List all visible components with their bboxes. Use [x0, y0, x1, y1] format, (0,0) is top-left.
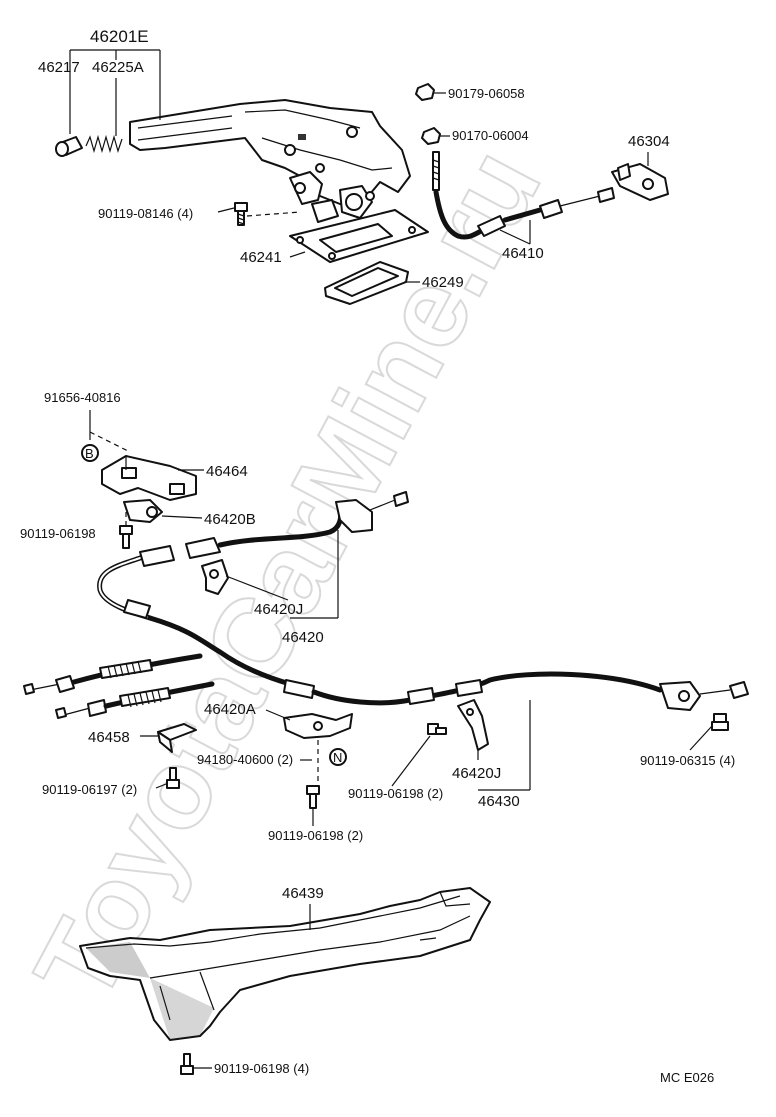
- bolt-06197: [166, 767, 180, 789]
- label-90119-06315: 90119-06315 (4): [640, 753, 735, 768]
- label-90119-06198-c: 90119-06198 (2): [348, 786, 443, 801]
- equalizer-46304: [611, 163, 669, 201]
- label-90119-06198-b: 90119-06198 (2): [268, 828, 363, 843]
- bracket-46420J-left: [201, 559, 229, 595]
- bolt-06198-d: [180, 1053, 194, 1075]
- label-46420: 46420: [282, 629, 324, 646]
- heat-insulator-46439: [79, 887, 491, 1041]
- front-cable-46410: [432, 151, 615, 240]
- bolt-06315: [711, 713, 729, 731]
- diagram-code: MC E026: [660, 1070, 714, 1085]
- brake-lever-body: [129, 99, 411, 207]
- lever-grip-cap: [55, 136, 83, 157]
- label-46420J-b: 46420J: [452, 765, 501, 782]
- label-90119-06198-d: 90119-06198 (4): [214, 1061, 309, 1076]
- bolt-08146: [234, 202, 248, 226]
- label-46464: 46464: [206, 463, 248, 480]
- label-46420A: 46420A: [204, 701, 256, 718]
- bracket-46420J-right: [457, 699, 489, 751]
- clamp-46420A: [283, 713, 353, 739]
- bolt-06198-b: [306, 785, 320, 809]
- label-90179-06058: 90179-06058: [448, 86, 525, 101]
- label-46420J-a: 46420J: [254, 601, 303, 618]
- bracket-46464: [101, 455, 197, 501]
- label-46304: 46304: [628, 133, 670, 150]
- nut-90170: [421, 127, 441, 145]
- label-90119-08146: 90119-08146 (4): [98, 206, 193, 221]
- label-46225A: 46225A: [92, 59, 144, 76]
- bolt-06198-c: [427, 723, 447, 735]
- guide-46458: [157, 723, 197, 753]
- lever-base-plate: [289, 209, 429, 263]
- label-90170-06004: 90170-06004: [452, 128, 529, 143]
- rear-cable-46420: [97, 491, 409, 687]
- label-90119-06197: 90119-06197 (2): [42, 782, 137, 797]
- nut-90179: [415, 83, 435, 101]
- marker-b-text: B: [85, 446, 94, 461]
- label-46410: 46410: [502, 245, 544, 262]
- label-94180-40600: 94180-40600 (2): [197, 752, 293, 767]
- label-46439: 46439: [282, 885, 324, 902]
- clamp-46420B: [123, 499, 163, 523]
- label-90119-06198-a: 90119-06198: [20, 526, 96, 541]
- marker-b: B: [81, 444, 99, 462]
- label-46458: 46458: [88, 729, 130, 746]
- label-46420B: 46420B: [204, 511, 256, 528]
- brake-lever-assembly: [55, 99, 411, 223]
- lever-spring: [85, 134, 123, 154]
- label-91656-40816: 91656-40816: [44, 390, 121, 405]
- label-46201E: 46201E: [90, 27, 149, 46]
- marker-n-text: N: [333, 750, 342, 765]
- cable-ends-left: [23, 653, 215, 719]
- rear-cable-46430: [283, 671, 749, 711]
- label-46241: 46241: [240, 249, 282, 266]
- label-46217: 46217: [38, 59, 80, 76]
- marker-n: N: [329, 748, 347, 766]
- bolt-06198-a: [119, 525, 133, 549]
- label-46430: 46430: [478, 793, 520, 810]
- label-46249: 46249: [422, 274, 464, 291]
